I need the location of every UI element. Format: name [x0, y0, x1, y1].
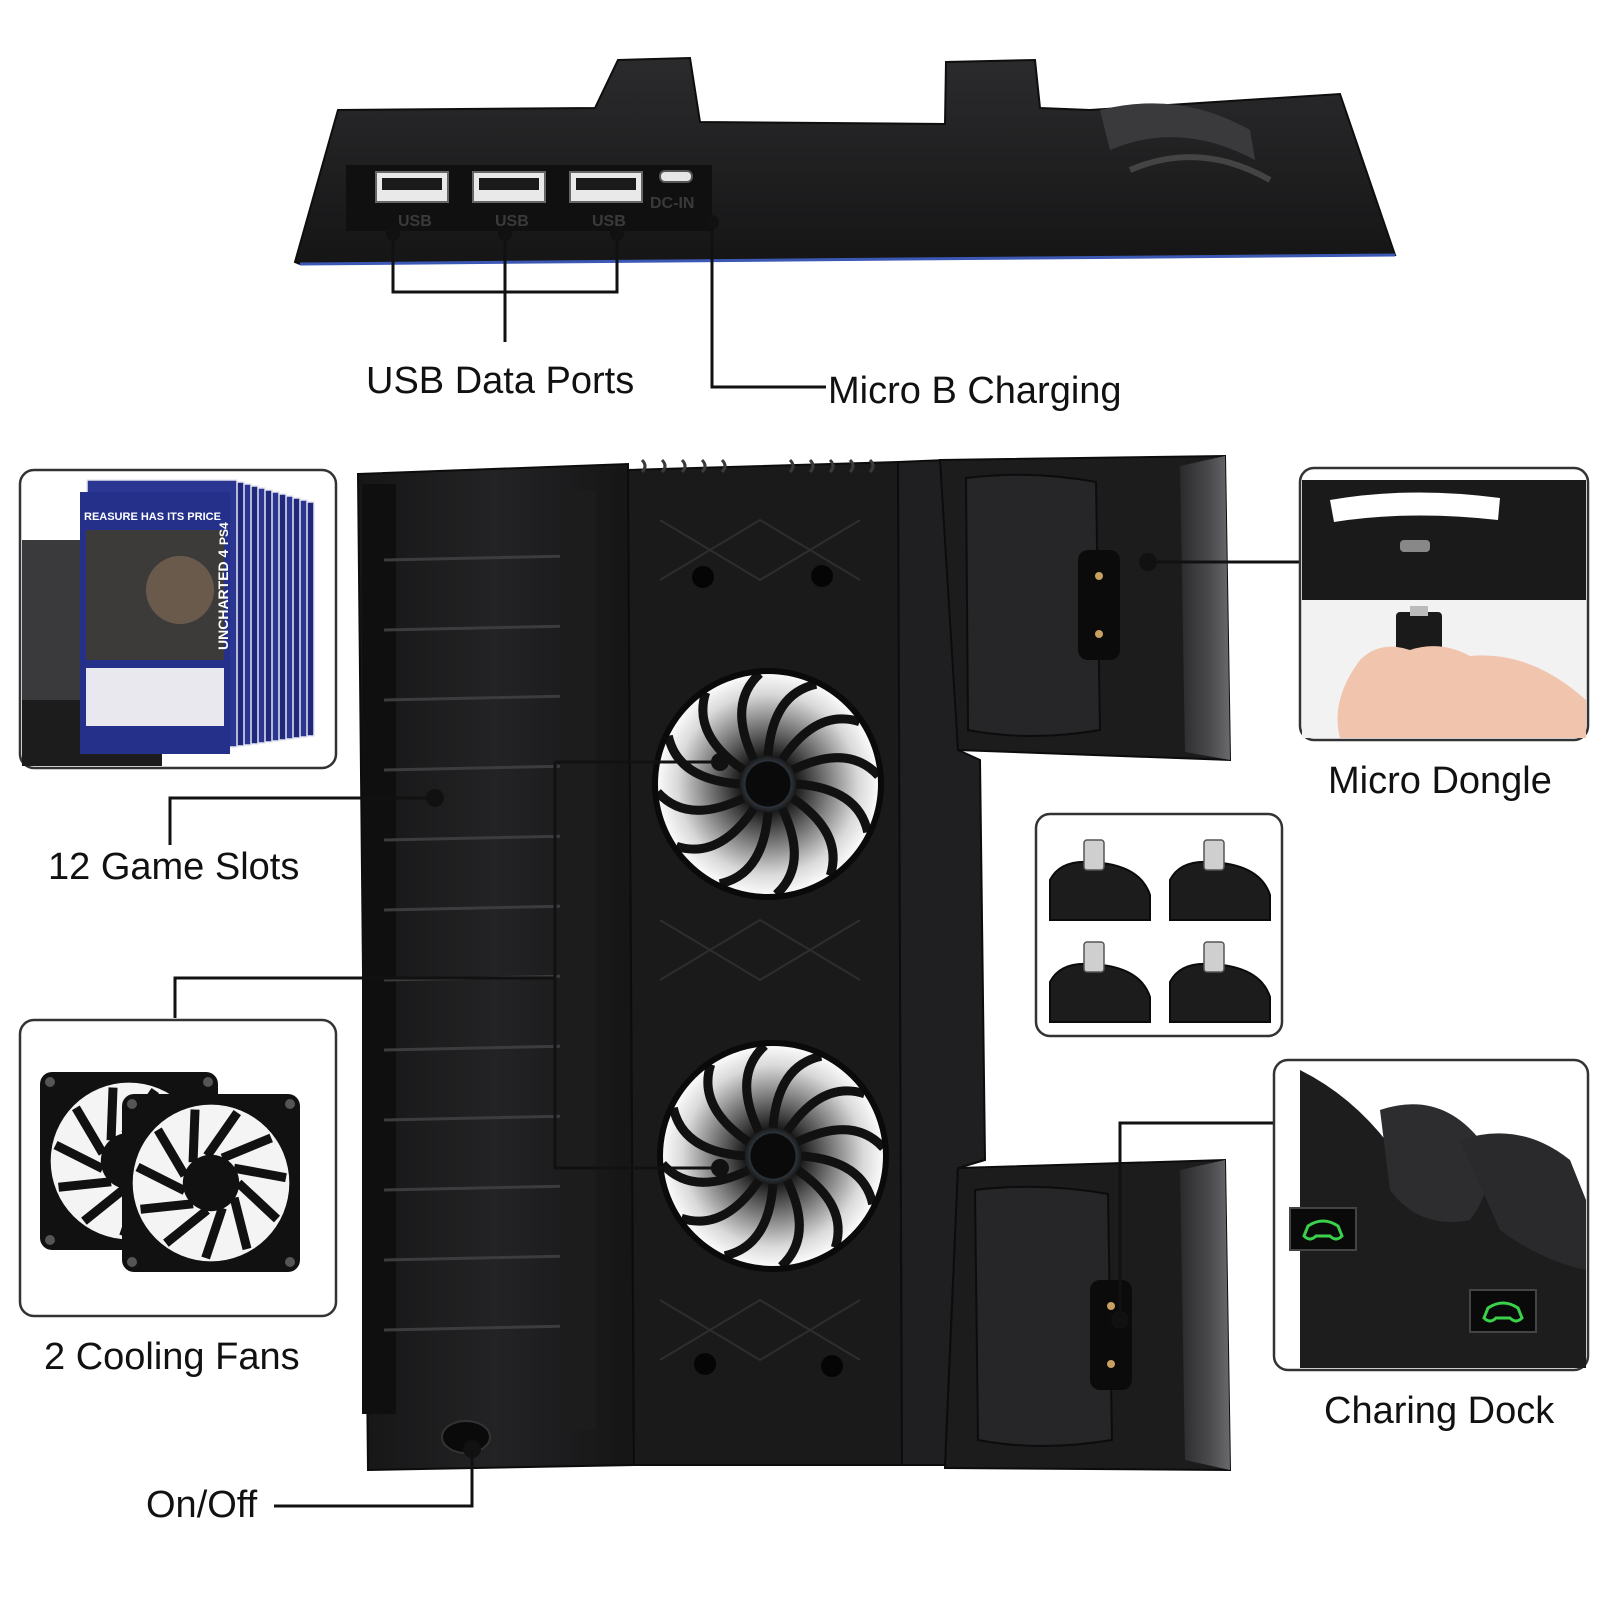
inset-dongles [1034, 812, 1284, 1038]
slot-divider [383, 694, 573, 702]
dongle-icon [1169, 941, 1271, 1023]
slot-divider [383, 1114, 573, 1122]
dock-screen-1 [1289, 1207, 1357, 1251]
slot-divider [383, 1044, 573, 1052]
dongle-icon [1169, 839, 1271, 921]
inset-micro-dongle [1298, 466, 1590, 742]
fan-icon [122, 1094, 300, 1272]
dongle-icon [1049, 839, 1151, 921]
usb-port: USB [472, 171, 546, 230]
on-off-label: On/Off [146, 1484, 258, 1526]
stand-front-view [356, 454, 1232, 1472]
usb-port-label: USB [592, 213, 626, 230]
game-case-banner: REASURE HAS ITS PRICE [84, 511, 221, 523]
controller-icon [1482, 1301, 1524, 1323]
dock-screen-2 [1469, 1289, 1537, 1333]
usb-port-label: USB [398, 213, 432, 230]
usb-port: USB [569, 171, 643, 230]
game-case-platform: PS4 [217, 522, 231, 545]
inset-charging-dock [1272, 1058, 1590, 1372]
slot-divider [383, 624, 573, 632]
game-slot-dividers [383, 554, 573, 1332]
inset-cooling-fans [18, 1018, 338, 1318]
usb-ports-group: USB USB USB [375, 171, 643, 230]
dongle-icon [1049, 941, 1151, 1023]
main-leader-lines [168, 560, 1390, 1508]
usb-port: USB [375, 171, 449, 230]
charging-dock-label: Charing Dock [1324, 1390, 1555, 1432]
cooling-fans-label: 2 Cooling Fans [44, 1336, 300, 1378]
fan-column [626, 460, 904, 1466]
game-slots-label: 12 Game Slots [48, 846, 300, 888]
micro-dongle-label: Micro Dongle [1328, 760, 1552, 802]
hand-icon [1337, 646, 1586, 738]
fan-icon [652, 668, 884, 900]
slot-divider [383, 834, 573, 842]
dc-in-port [659, 170, 693, 183]
usb-data-ports-label: USB Data Ports [366, 360, 635, 402]
slot-divider [383, 764, 573, 772]
usb-leader-lines [391, 222, 826, 389]
micro-b-charging-label: Micro B Charging [828, 370, 1122, 412]
game-case-spine: UNCHARTED 4 [215, 549, 231, 650]
slot-divider [383, 1254, 573, 1262]
dc-in-label: DC-IN [650, 195, 694, 212]
slot-divider [383, 1324, 573, 1332]
fan-icon [657, 1040, 889, 1272]
cooling-fans-on-stand [652, 668, 889, 1272]
controller-icon [1302, 1219, 1344, 1241]
back-panel-view: USB USB USB DC-IN [293, 56, 1397, 389]
usb-port-label: USB [495, 213, 529, 230]
slot-divider [383, 554, 573, 562]
slot-divider [383, 904, 573, 912]
inset-game-cases: REASURE HAS ITS PRICE UNCHARTED 4 PS4 [18, 468, 338, 770]
slot-divider [383, 1184, 573, 1192]
